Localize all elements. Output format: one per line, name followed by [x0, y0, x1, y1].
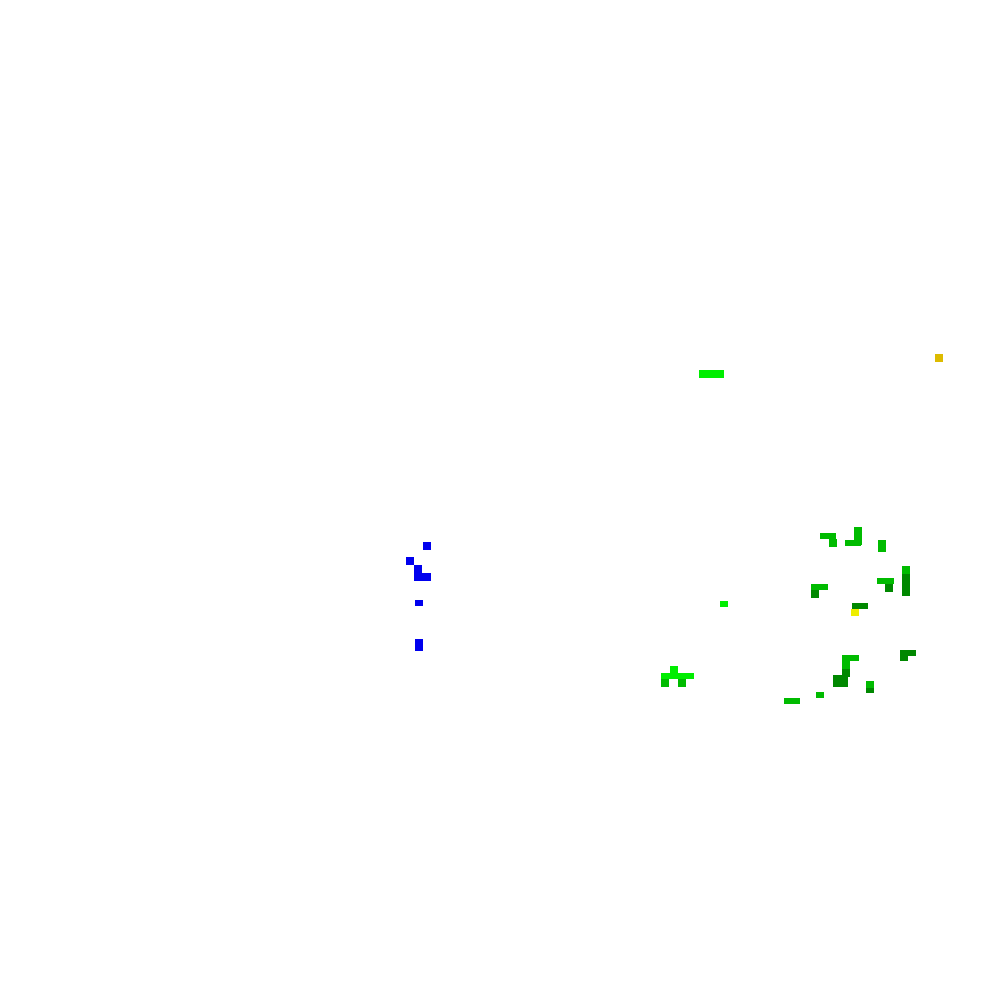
bright-green-cell [720, 601, 728, 607]
blue-cell [414, 573, 431, 581]
medium-green-cell [820, 533, 836, 539]
bright-green-cell [661, 673, 694, 679]
bright-green-cell [670, 666, 678, 674]
medium-green-cell [678, 679, 686, 687]
dark-green-cell [833, 675, 848, 687]
bright-green-cell [699, 370, 724, 378]
medium-green-cell [866, 681, 874, 688]
blue-cell [406, 557, 414, 565]
blue-cell [423, 542, 431, 550]
medium-green-cell [816, 692, 824, 698]
medium-green-cell [829, 539, 837, 547]
dark-green-cell [900, 650, 916, 656]
dark-green-cell [900, 656, 908, 661]
medium-green-cell [842, 661, 850, 669]
yellow-cell [851, 609, 859, 616]
medium-green-cell [661, 679, 669, 687]
dark-green-cell [902, 566, 910, 596]
dark-green-cell [885, 584, 893, 592]
medium-green-cell [845, 540, 861, 546]
blue-cell [415, 639, 423, 651]
dark-green-cell [842, 669, 850, 677]
blue-cell [414, 565, 422, 573]
dark-green-cell [811, 590, 819, 598]
dark-green-cell [866, 688, 874, 693]
medium-green-cell [878, 540, 886, 552]
medium-green-cell [877, 578, 894, 584]
dark-green-cell [852, 603, 868, 609]
medium-green-cell [784, 698, 800, 704]
gold-cell [935, 354, 943, 362]
medium-green-cell [811, 584, 828, 590]
medium-green-cell [902, 566, 910, 574]
blue-cell [415, 600, 423, 606]
medium-green-cell [842, 655, 859, 661]
medium-green-cell [854, 527, 862, 545]
